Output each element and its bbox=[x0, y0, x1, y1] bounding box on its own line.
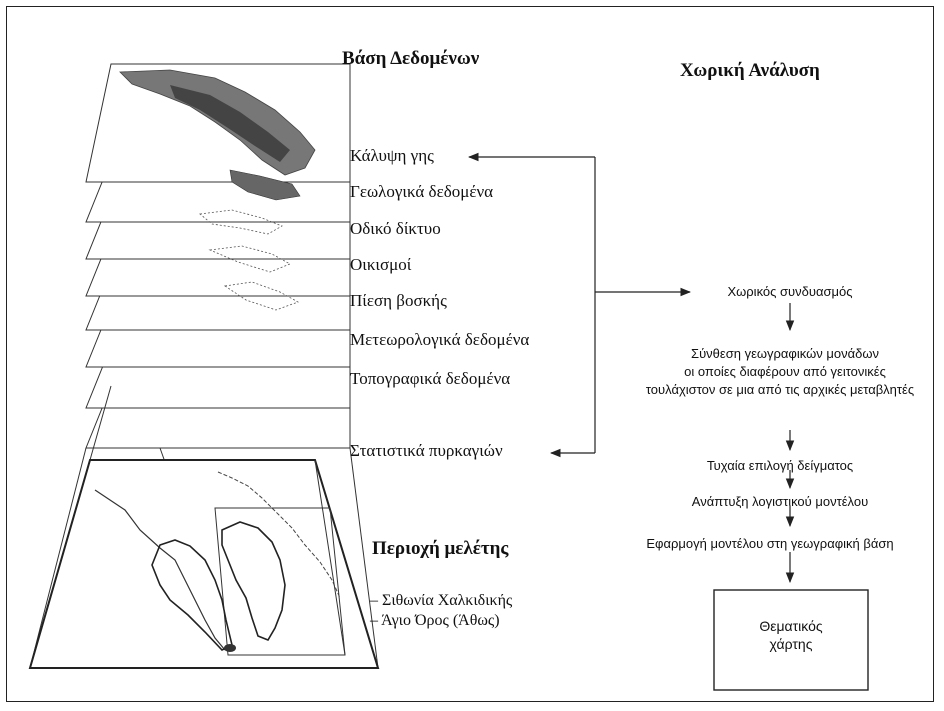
layer-label-grazing-pressure: Πίεση βοσκής bbox=[350, 291, 447, 310]
layer-label-settlements: Οικισμοί bbox=[350, 255, 412, 274]
step-random-sampling: Τυχαία επιλογή δείγματος bbox=[706, 458, 854, 473]
step-synthesis-line3: τουλάχιστον σε μια από τις αρχικές μεταβ… bbox=[645, 382, 915, 397]
thematic-map-box bbox=[713, 589, 869, 691]
output-line2: χάρτης bbox=[769, 636, 813, 652]
spatial-analysis-heading: Χωρική Ανάλυση bbox=[680, 60, 820, 81]
layer-label-geology: Γεωλογικά δεδομένα bbox=[350, 182, 494, 201]
study-area-item-athos: – Άγιο Όρος (Άθως) bbox=[370, 612, 500, 629]
database-heading: Βάση Δεδομένων bbox=[342, 48, 480, 69]
study-area-heading: Περιοχή μελέτης bbox=[372, 538, 509, 559]
connector-lines bbox=[467, 152, 692, 458]
step-apply-model: Εφαρμογή μοντέλου στη γεωγραφική βάση bbox=[646, 536, 894, 551]
layer-label-meteorological: Μετεωρολογικά δεδομένα bbox=[350, 330, 530, 349]
step-synthesis-line1: Σύνθεση γεωγραφικών μονάδων bbox=[691, 346, 879, 361]
study-area-item-sithonia: – Σιθωνία Χαλκιδικής bbox=[370, 592, 513, 609]
step-logistic-model: Ανάπτυξη λογιστικού μοντέλου bbox=[691, 494, 869, 509]
study-area-map bbox=[28, 459, 380, 669]
layer-label-land-cover: Κάλυψη γης bbox=[350, 146, 434, 165]
step-spatial-combination: Χωρικός συνδυασμός bbox=[727, 284, 853, 299]
layer-label-road-network: Οδικό δίκτυο bbox=[350, 219, 441, 238]
step-synthesis-line2: οι οποίες διαφέρουν από γειτονικές bbox=[684, 364, 886, 379]
output-line1: Θεματικός bbox=[759, 618, 823, 634]
layer-label-topographic: Τοπογραφικά δεδομένα bbox=[350, 369, 511, 388]
layer-label-fire-statistics: Στατιστικά πυρκαγιών bbox=[350, 441, 503, 460]
figure-frame bbox=[6, 6, 934, 702]
land-cover-map bbox=[119, 69, 316, 311]
